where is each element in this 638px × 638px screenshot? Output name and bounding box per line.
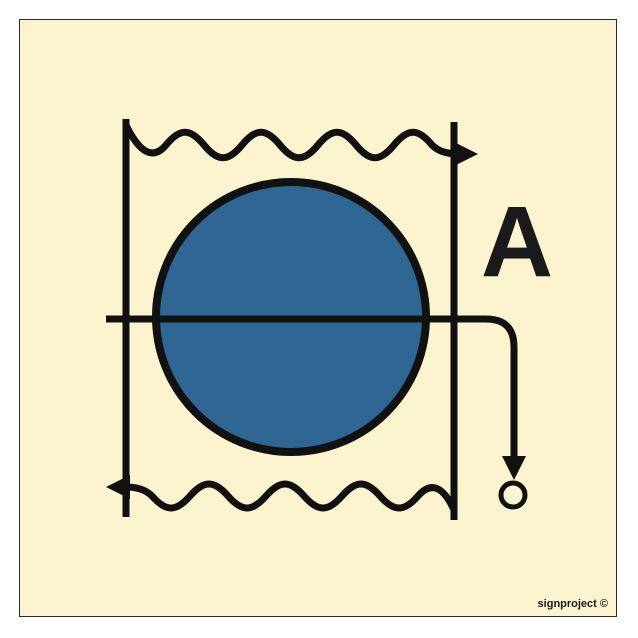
safety-sign: A signproject © bbox=[19, 19, 617, 617]
outlet-line bbox=[106, 315, 518, 460]
down-arrow-head bbox=[502, 456, 526, 480]
sign-letter: A bbox=[480, 186, 554, 298]
bottom-wave bbox=[122, 480, 458, 514]
top-arrow-head bbox=[454, 142, 478, 166]
bottom-arrow-head bbox=[106, 475, 130, 499]
outlet-circle bbox=[498, 480, 528, 510]
brand-label: signproject © bbox=[537, 598, 608, 610]
top-wave bbox=[122, 121, 464, 162]
bilge-water-circuit-icon bbox=[106, 119, 528, 520]
